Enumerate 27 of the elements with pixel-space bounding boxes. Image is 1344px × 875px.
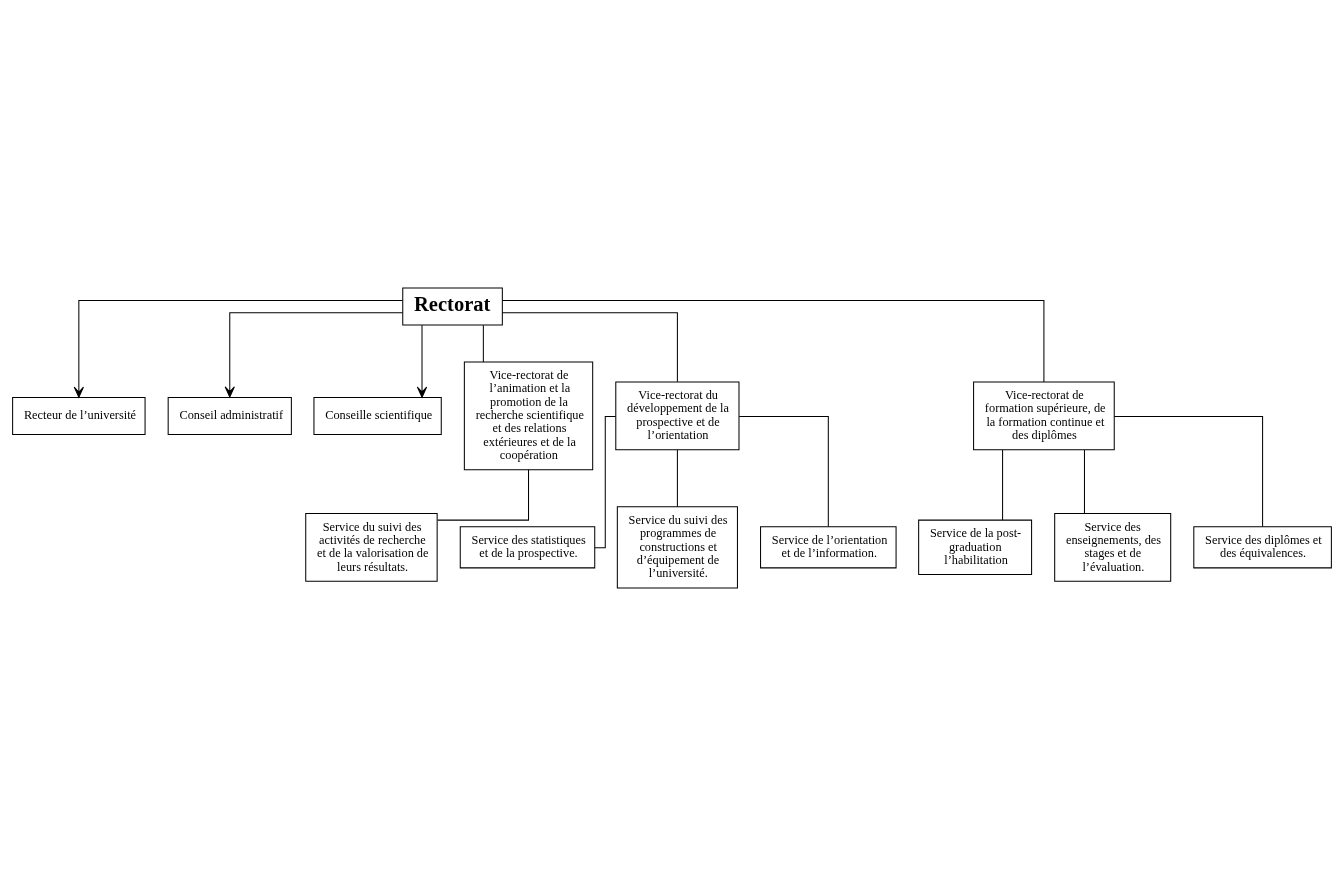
node-box: Service de l’orientation et de l’information. bbox=[760, 525, 897, 568]
node-box: Rectorat bbox=[402, 287, 503, 326]
connector bbox=[676, 449, 678, 507]
connector bbox=[482, 324, 484, 362]
arrow bbox=[416, 324, 428, 398]
node-box: Service des statistiques et de la prospective. bbox=[459, 525, 596, 568]
node-box: Conseil administratif bbox=[167, 396, 292, 435]
node-box: Vice-rectorat de formation supérieure, de la formation continue et des diplômes bbox=[973, 381, 1115, 450]
connector bbox=[1083, 449, 1085, 514]
connector bbox=[501, 311, 678, 382]
arrow bbox=[73, 299, 404, 398]
node-box: Recteur de l’université bbox=[12, 396, 146, 435]
connector bbox=[738, 415, 829, 527]
node-box: Conseille scientifique bbox=[313, 396, 442, 435]
connector bbox=[1002, 449, 1004, 520]
connector bbox=[501, 299, 1045, 382]
node-box: Service du suivi des programmes de constructions et d’équipement de l’université. bbox=[616, 505, 738, 588]
node-box: Service des diplômes et des équivalences. bbox=[1193, 525, 1332, 568]
node-box: Vice-rectorat du développement de la prospective et de l’orientation bbox=[615, 381, 740, 450]
connector bbox=[594, 415, 617, 548]
node-box: Service des enseignements, des stages et de l’évaluation. bbox=[1054, 512, 1172, 582]
arrow bbox=[224, 311, 404, 398]
node-box: Service du suivi des activités de recherche et de la valorisation de leurs résultats. bbox=[305, 512, 438, 582]
node-box: Service de la post-graduation l’habilitation bbox=[918, 519, 1033, 575]
connector bbox=[437, 468, 530, 521]
node-box: Vice-rectorat de l’animation et la promotion de la recherche scientifique et des relations extérieures et de la coopération bbox=[463, 361, 594, 470]
connector bbox=[1113, 415, 1264, 527]
